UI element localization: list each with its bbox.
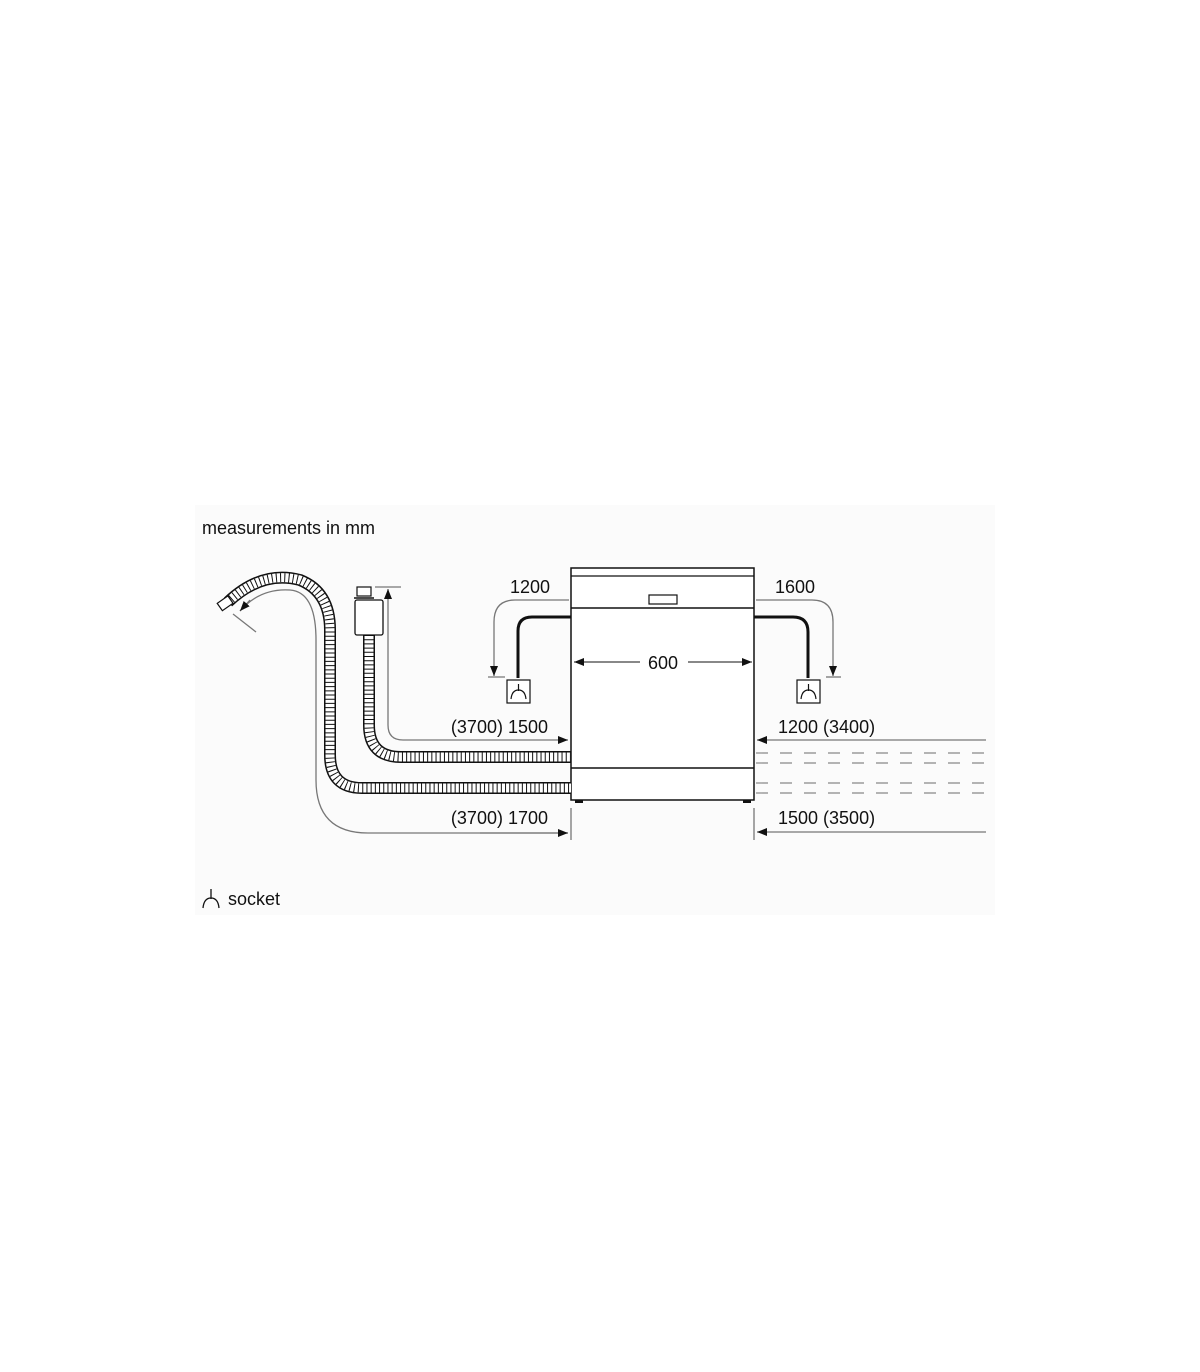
power-cable-right [754, 615, 810, 678]
inlet-hose-right-length: 1200 (3400) [778, 717, 875, 737]
power-cable-left [516, 615, 571, 678]
dishwasher [570, 567, 755, 803]
power-cable-right-length: 1600 [775, 577, 815, 597]
aquastop-box [354, 599, 384, 636]
foot-right [743, 800, 751, 803]
drain-hose [216, 571, 571, 794]
measurements-title: measurements in mm [202, 518, 375, 538]
inlet-hose [354, 586, 571, 763]
socket-legend-icon [202, 889, 220, 909]
inlet-hose-left-length: (3700) 1500 [451, 717, 548, 737]
drain-hose-left-length: (3700) 1700 [451, 808, 548, 828]
socket-icon [796, 679, 821, 704]
power-cable-left-length: 1200 [510, 577, 550, 597]
width-dimension: 600 [648, 653, 678, 673]
drain-hose-right-length: 1500 (3500) [778, 808, 875, 828]
socket-icon [506, 679, 531, 704]
foot-left [575, 800, 583, 803]
display-panel [648, 594, 678, 605]
legend-socket-label: socket [228, 889, 280, 909]
